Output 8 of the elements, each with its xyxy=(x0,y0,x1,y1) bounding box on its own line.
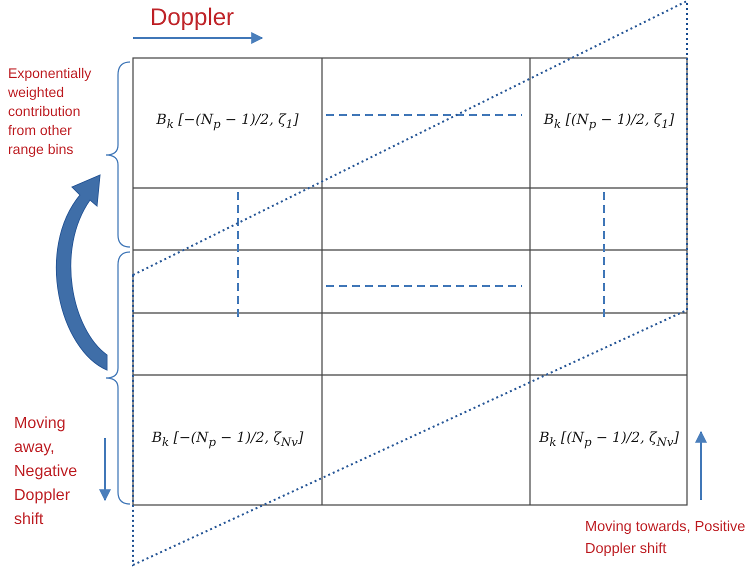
annotation-text: Moving towards, Positive Doppler shift xyxy=(585,518,746,559)
math-expression: B$_{k}$ [−(N$_{p}$ − 1)/2, ζ$_{Nv}$] xyxy=(150,430,304,449)
annotation-text: Exponentially weighted contribution from other range bins xyxy=(8,64,92,159)
axis-title: Doppler xyxy=(150,4,234,32)
math-expression: B$_{k}$ [(N$_{p}$ − 1)/2, ζ$_{1}$] xyxy=(542,112,676,131)
annotation-text: Moving away, Negative Doppler shift xyxy=(14,414,78,530)
math-expression: B$_{k}$ [(N$_{p}$ − 1)/2, ζ$_{Nv}$] xyxy=(538,430,680,449)
math-expression: B$_{k}$ [−(N$_{p}$ − 1)/2, ζ$_{1}$] xyxy=(155,112,300,131)
